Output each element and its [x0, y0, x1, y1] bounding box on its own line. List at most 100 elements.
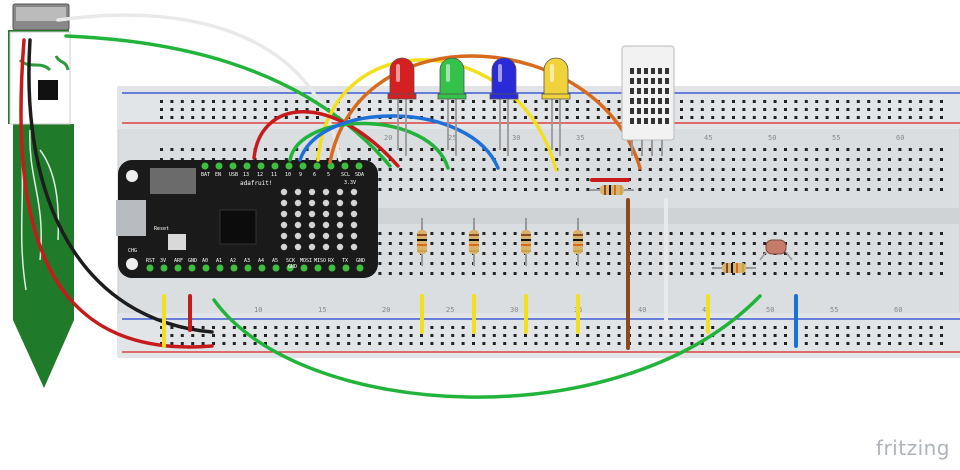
proto-hole — [336, 243, 344, 251]
proto-hole — [280, 243, 288, 251]
dht-vent — [630, 88, 634, 94]
proto-hole — [350, 243, 358, 251]
proto-hole — [280, 210, 288, 218]
proto-hole — [308, 221, 316, 229]
wire-green-long — [212, 294, 762, 399]
proto-hole — [322, 188, 330, 196]
board-pin-label-bottom: TX — [342, 258, 348, 264]
proto-hole — [280, 232, 288, 240]
dht-vent — [630, 118, 634, 124]
proto-hole — [294, 232, 302, 240]
column-number-top: 45 — [704, 134, 712, 142]
board-pin-bottom — [356, 264, 364, 272]
proto-hole — [308, 199, 316, 207]
proto-hole — [322, 243, 330, 251]
dht-vent — [644, 118, 648, 124]
wire-red-short — [252, 110, 400, 168]
column-number-bottom: 50 — [766, 306, 774, 314]
proto-hole — [308, 243, 316, 251]
dht-vent — [644, 108, 648, 114]
dht-vent — [644, 68, 648, 74]
column-number-top: 50 — [768, 134, 776, 142]
board-pin-bottom — [258, 264, 266, 272]
board-pin-label-bottom: RX — [328, 258, 334, 264]
proto-hole — [322, 199, 330, 207]
column-number-bottom: 60 — [894, 306, 902, 314]
column-number-bottom: 15 — [318, 306, 326, 314]
board-pin-bottom — [230, 264, 238, 272]
board-pin-top — [271, 162, 279, 170]
board-pin-bottom — [314, 264, 322, 272]
board-gnd-label: GND — [288, 264, 297, 270]
board-pin-label-top: 12 — [257, 172, 263, 178]
dht-sensor — [621, 45, 675, 156]
board-pin-bottom — [286, 264, 294, 272]
proto-hole — [350, 210, 358, 218]
board-pin-bottom — [244, 264, 252, 272]
blue-led — [489, 57, 519, 156]
board-pin-label-top: SCL — [341, 172, 350, 178]
dht-vent — [644, 98, 648, 104]
board-pin-bottom — [216, 264, 224, 272]
proto-hole — [350, 199, 358, 207]
board-pin-label-bottom: GND — [188, 258, 197, 264]
column-number-top: 30 — [512, 134, 520, 142]
proto-hole — [350, 221, 358, 229]
dht-vent — [644, 78, 648, 84]
dht-vent — [630, 98, 634, 104]
photoresistor — [759, 239, 793, 261]
proto-hole — [350, 188, 358, 196]
dht-vent — [630, 68, 634, 74]
board-pin-top — [229, 162, 237, 170]
battery-connector — [150, 168, 196, 194]
dht-vent — [651, 98, 655, 104]
dht-vent — [658, 78, 662, 84]
proto-hole — [294, 210, 302, 218]
dht-vent — [637, 98, 641, 104]
board-pin-top — [201, 162, 209, 170]
board-pin-label-top: 9 — [299, 172, 302, 178]
dht-vent — [630, 78, 634, 84]
column-number-bottom: 20 — [382, 306, 390, 314]
column-number-bottom: 30 — [510, 306, 518, 314]
board-pin-label-top: USB — [229, 172, 238, 178]
dht-vent — [637, 108, 641, 114]
wires — [19, 13, 798, 399]
column-number-top: 60 — [896, 134, 904, 142]
proto-hole — [350, 232, 358, 240]
dht-vent — [665, 68, 669, 74]
usb-port — [116, 200, 146, 236]
proto-hole — [308, 232, 316, 240]
reset-label: Reset — [154, 226, 169, 232]
dht-vent — [644, 88, 648, 94]
proto-hole — [336, 188, 344, 196]
column-number-bottom: 25 — [446, 306, 454, 314]
column-number-bottom: 10 — [254, 306, 262, 314]
proto-hole — [336, 232, 344, 240]
dht-vent — [651, 68, 655, 74]
wire-blue-mid — [298, 114, 500, 170]
dht-vent — [665, 108, 669, 114]
board-pin-bottom — [328, 264, 336, 272]
proto-hole — [280, 221, 288, 229]
board-pin-label-top: 5 — [327, 172, 330, 178]
dht-vent — [630, 108, 634, 114]
column-number-top: 55 — [832, 134, 840, 142]
board-pin-label-bottom: A5 — [272, 258, 278, 264]
board-pin-label-bottom: A3 — [244, 258, 250, 264]
board-pin-label-bottom: MOSI — [300, 258, 312, 264]
dht-vent — [665, 98, 669, 104]
board-pin-label-bottom: A0 — [202, 258, 208, 264]
board-pin-top — [215, 162, 223, 170]
yellow-led — [541, 57, 571, 156]
leds — [387, 57, 571, 156]
proto-hole — [336, 210, 344, 218]
proto-hole — [322, 232, 330, 240]
column-number-top: 35 — [576, 134, 584, 142]
dht-vent — [665, 78, 669, 84]
board-pin-top — [341, 162, 349, 170]
proto-hole — [322, 210, 330, 218]
dht-vent — [658, 108, 662, 114]
